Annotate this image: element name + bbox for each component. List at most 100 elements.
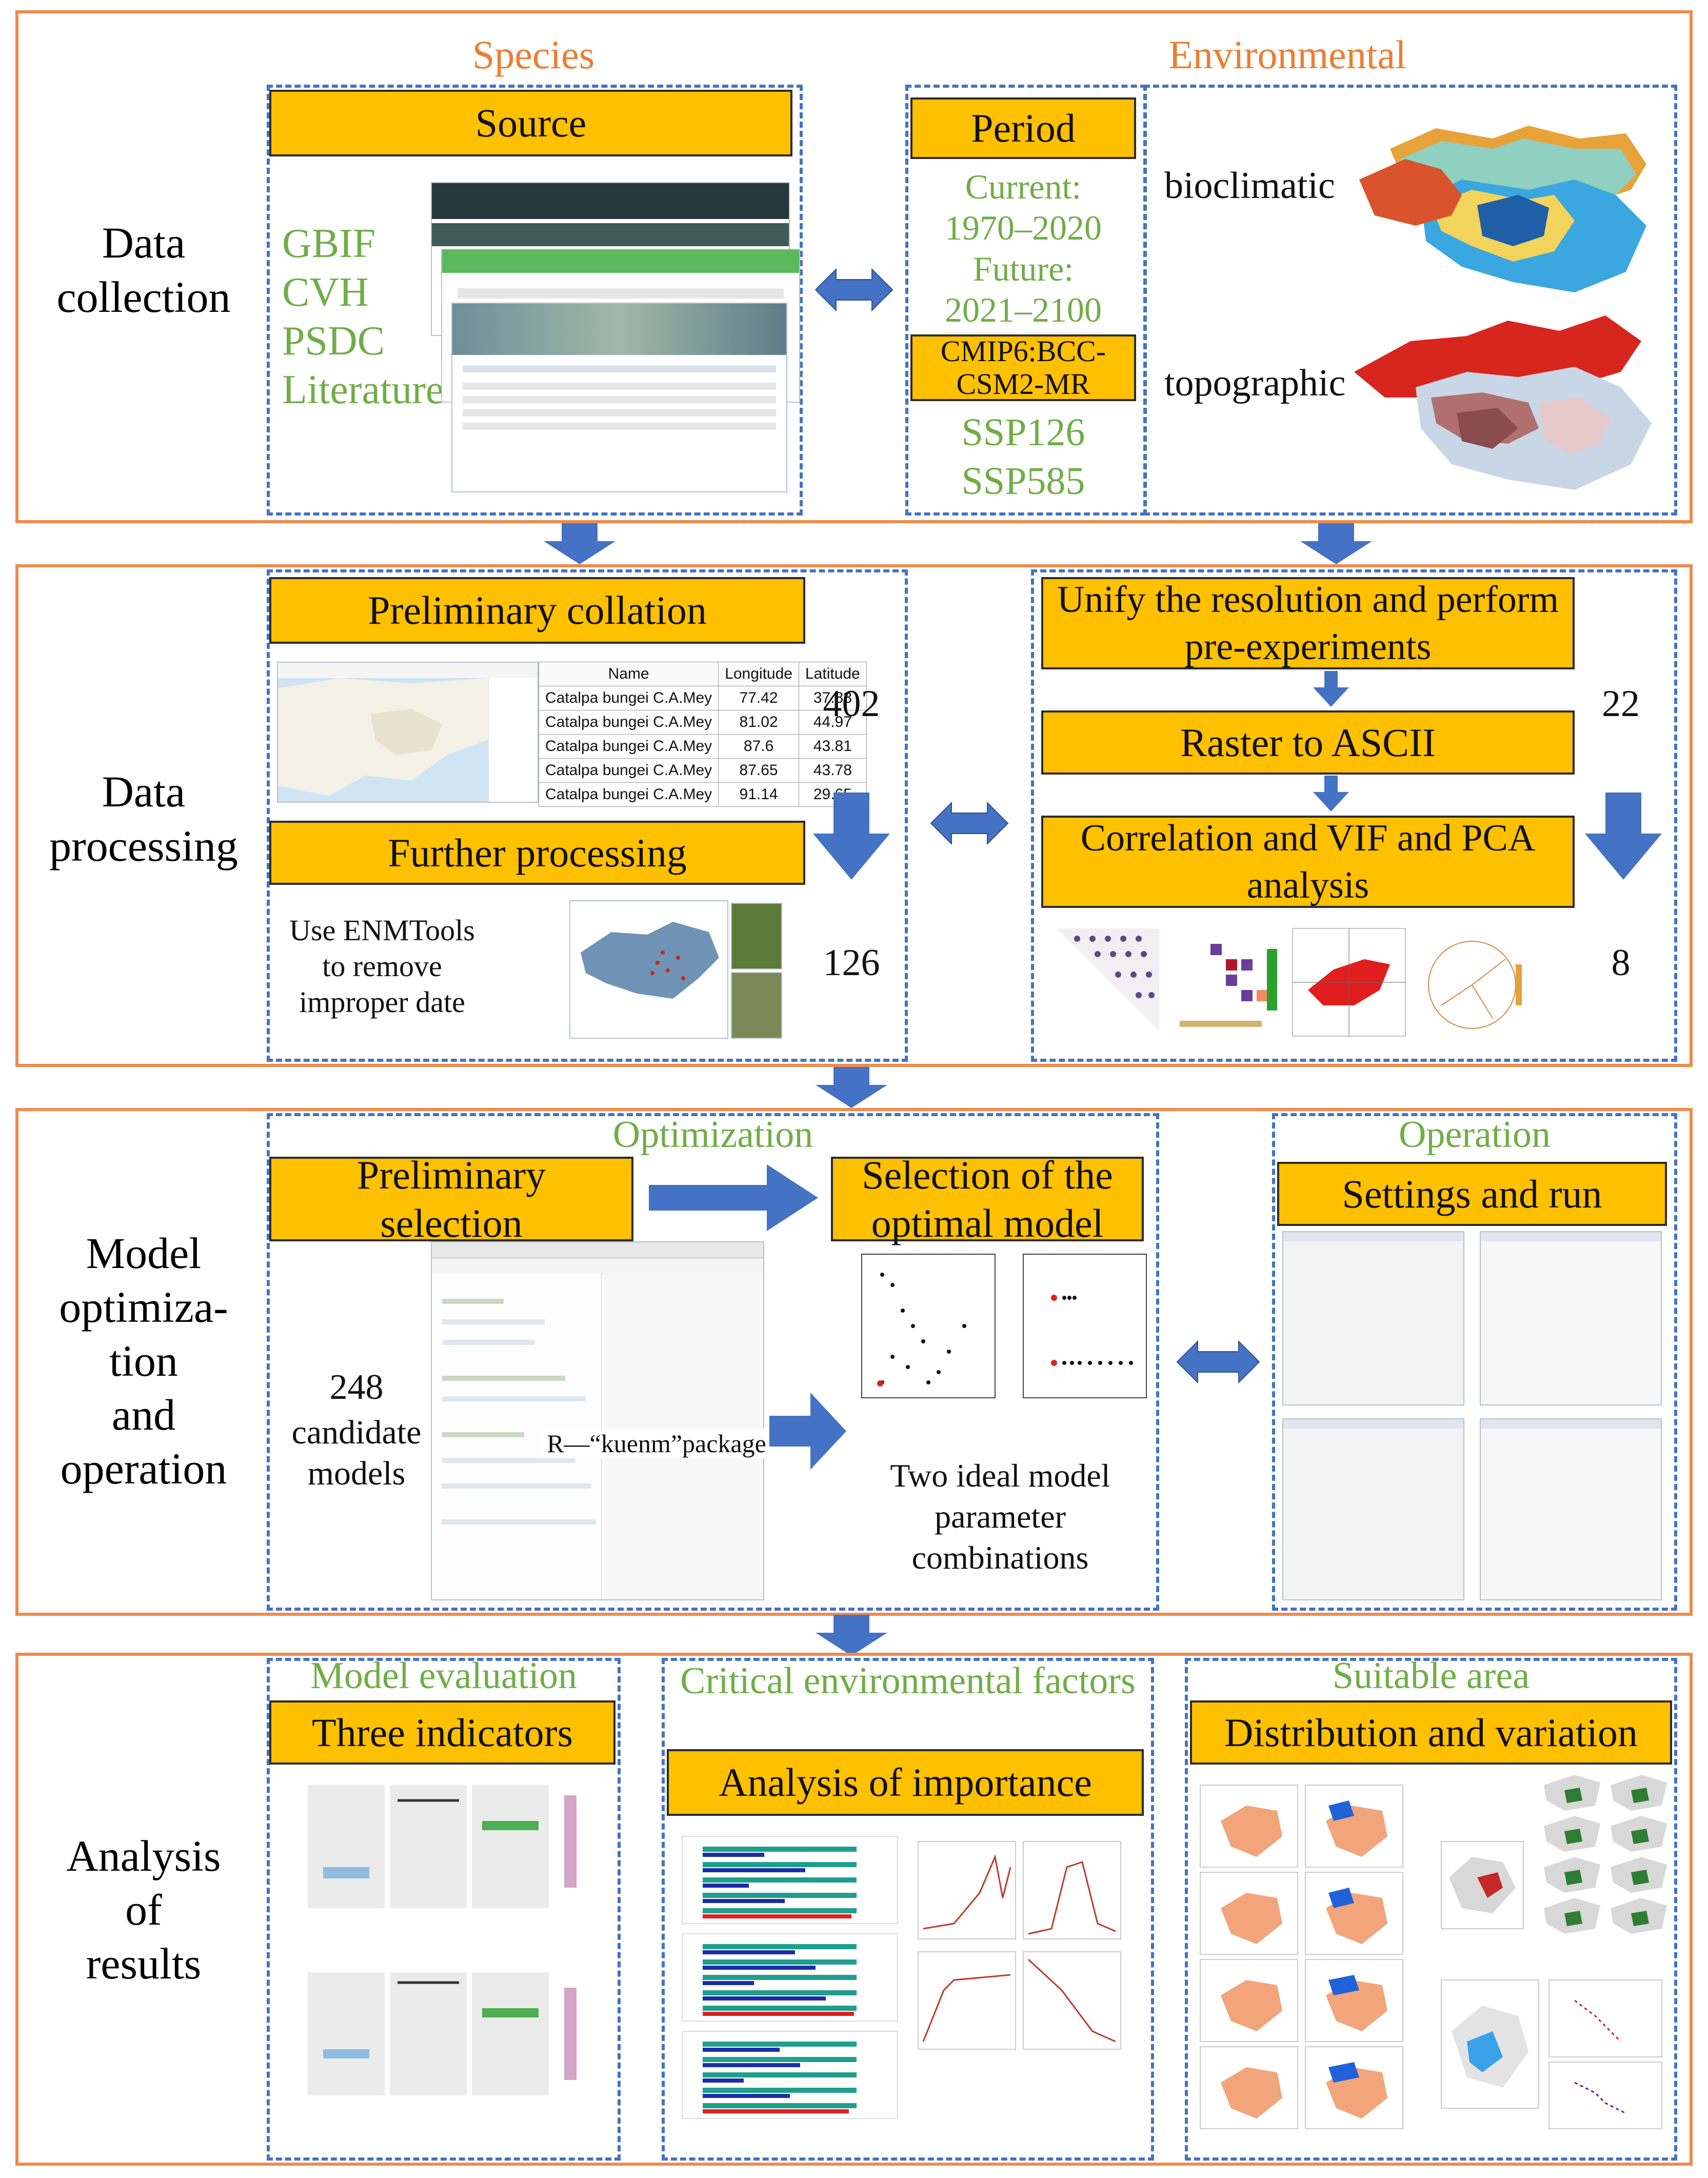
enmtools-note-line-1: Use ENMTools [289, 914, 475, 947]
suitability-map-grid [1200, 1785, 1403, 2129]
table-cell: Catalpa bungei C.A.Mey [538, 686, 719, 710]
centroid-shift-maps [1441, 1775, 1667, 2129]
enmtools-note-line-2: to remove [322, 949, 442, 983]
down-arrow-environment [1300, 523, 1372, 564]
row-label-data-collection: Data collection [56, 218, 231, 322]
table-row: Catalpa bungei C.A.Mey 91.14 29.65 [538, 782, 867, 807]
maxent-window-2 [1480, 1231, 1662, 1405]
candidate-count: 248 [329, 1368, 384, 1407]
table-cell: 43.78 [798, 758, 867, 783]
small-down-arrow-2 [1313, 776, 1349, 811]
down-arrow-species-processing [813, 793, 890, 880]
row-label-data-processing: Data processing [49, 767, 238, 870]
section-analysis-results [15, 1653, 1693, 2166]
bioclimatic-map-stack [1359, 126, 1646, 292]
period-future-years: 2021–2100 [945, 290, 1102, 329]
topographic-label: topographic [1164, 362, 1346, 404]
period-current-years: 1970–2020 [945, 208, 1102, 247]
pca-scatter-plot [1292, 928, 1406, 1037]
response-curves [918, 1841, 1121, 2050]
three-indicators-header: Three indicators [269, 1700, 615, 1765]
occurrence-table: Name Longitude Latitude Catalpa bungei C… [538, 662, 867, 807]
species-box [267, 85, 803, 516]
right-arrow-to-combinations [769, 1393, 846, 1470]
table-cell: 87.6 [718, 734, 799, 759]
row-label-analysis-3: results [86, 1939, 202, 1988]
bioclimatic-label: bioclimatic [1164, 165, 1335, 207]
maxent-window-1 [1282, 1231, 1464, 1405]
website-screenshot-psdc [451, 303, 787, 492]
section-data-processing [15, 564, 1693, 1067]
jackknife-chart-2 [682, 1933, 898, 2022]
down-arrow-to-analysis [816, 1615, 887, 1656]
source-cvh: CVH [282, 270, 369, 315]
distribution-header: Distribution and variation [1190, 1700, 1672, 1765]
table-cell: 87.65 [718, 758, 799, 783]
table-cell: 44.97 [798, 710, 867, 735]
down-arrow-species [544, 523, 615, 564]
preliminary-selection-header: Preliminary selection [269, 1153, 633, 1245]
correlation-vif-pca-header: Correlation and VIF and PCA analysis [1041, 816, 1575, 908]
correlation-triangle-plot [1057, 928, 1159, 1031]
ssp585-label: SSP585 [961, 460, 1085, 503]
importance-header: Analysis of importance [667, 1749, 1144, 1816]
row-label-model-4: and [111, 1390, 176, 1439]
count-22: 22 [1602, 683, 1640, 725]
table-cell: Catalpa bungei C.A.Mey [538, 734, 719, 759]
candidate-text-line-1: candidate [291, 1414, 422, 1451]
pca-loading-circle [1428, 941, 1522, 1029]
section-data-collection [15, 10, 1693, 523]
row-label-model-3: tion [109, 1336, 178, 1385]
jackknife-chart-1 [682, 1836, 898, 1924]
source-header: Source [269, 90, 792, 156]
model-selection-plot-a [861, 1254, 996, 1398]
vif-heatmap [1180, 944, 1277, 1027]
source-gbif: GBIF [282, 221, 376, 266]
enmtools-note-line-3: improper date [299, 985, 465, 1019]
double-arrow-processing [930, 801, 1009, 845]
ideal-text-line-1: Two ideal model [890, 1457, 1110, 1494]
table-cell: 43.81 [798, 734, 867, 759]
occurrence-map [569, 900, 728, 1039]
row-label-analysis-1: Analysis [66, 1831, 221, 1880]
down-arrow-to-model [816, 1067, 887, 1108]
right-arrow-to-optimal [649, 1164, 818, 1231]
baidu-map-screenshot [277, 662, 539, 803]
period-future-label: Future: [972, 249, 1074, 288]
environmental-title: Environmental [1168, 32, 1406, 77]
table-cell: 77.42 [718, 686, 799, 710]
candidate-text-line-2: models [307, 1455, 406, 1492]
environment-map-box [1144, 85, 1677, 516]
critical-factors-title: Critical environmental factors [680, 1660, 1136, 1702]
row-label-analysis-2: of [125, 1885, 162, 1934]
double-arrow-collection [815, 268, 893, 312]
row-label-model-5: operation [60, 1444, 227, 1493]
source-psdc: PSDC [282, 319, 385, 364]
table-cell: 81.02 [718, 710, 799, 735]
model-evaluation-box [267, 1658, 621, 2161]
operation-box [1272, 1113, 1677, 1611]
table-header: Name [538, 662, 719, 686]
settings-run-header: Settings and run [1277, 1162, 1667, 1226]
table-row: Catalpa bungei C.A.Mey 87.65 43.78 [538, 758, 867, 783]
optimal-model-header: Selection of the optimal model [831, 1153, 1144, 1245]
row-label-model-2: optimiza- [59, 1282, 228, 1332]
table-header: Latitude [798, 662, 867, 686]
optimization-title: Optimization [612, 1114, 813, 1156]
double-arrow-model [1176, 1340, 1260, 1384]
table-row: Catalpa bungei C.A.Mey 81.02 44.97 [538, 710, 867, 735]
maxent-window-4 [1480, 1418, 1662, 1600]
maxent-window-3 [1282, 1418, 1464, 1600]
table-header-row: Name Longitude Latitude [538, 662, 867, 686]
unify-resolution-header: Unify the resolution and perform pre-exp… [1041, 577, 1575, 669]
count-402: 402 [823, 683, 880, 725]
kuenm-package-label: R—“kuenm”package [539, 1429, 774, 1458]
critical-factors-box [662, 1658, 1154, 2161]
tree-photo-1 [731, 903, 782, 969]
tree-photo-2 [731, 972, 782, 1039]
table-cell: Catalpa bungei C.A.Mey [538, 758, 719, 783]
evaluation-boxplot-top [308, 1785, 577, 1908]
ssp126-label: SSP126 [961, 411, 1085, 454]
cmip6-header: CMIP6:BCC-CSM2-MR [910, 334, 1136, 401]
model-selection-plot-b [1023, 1254, 1147, 1398]
